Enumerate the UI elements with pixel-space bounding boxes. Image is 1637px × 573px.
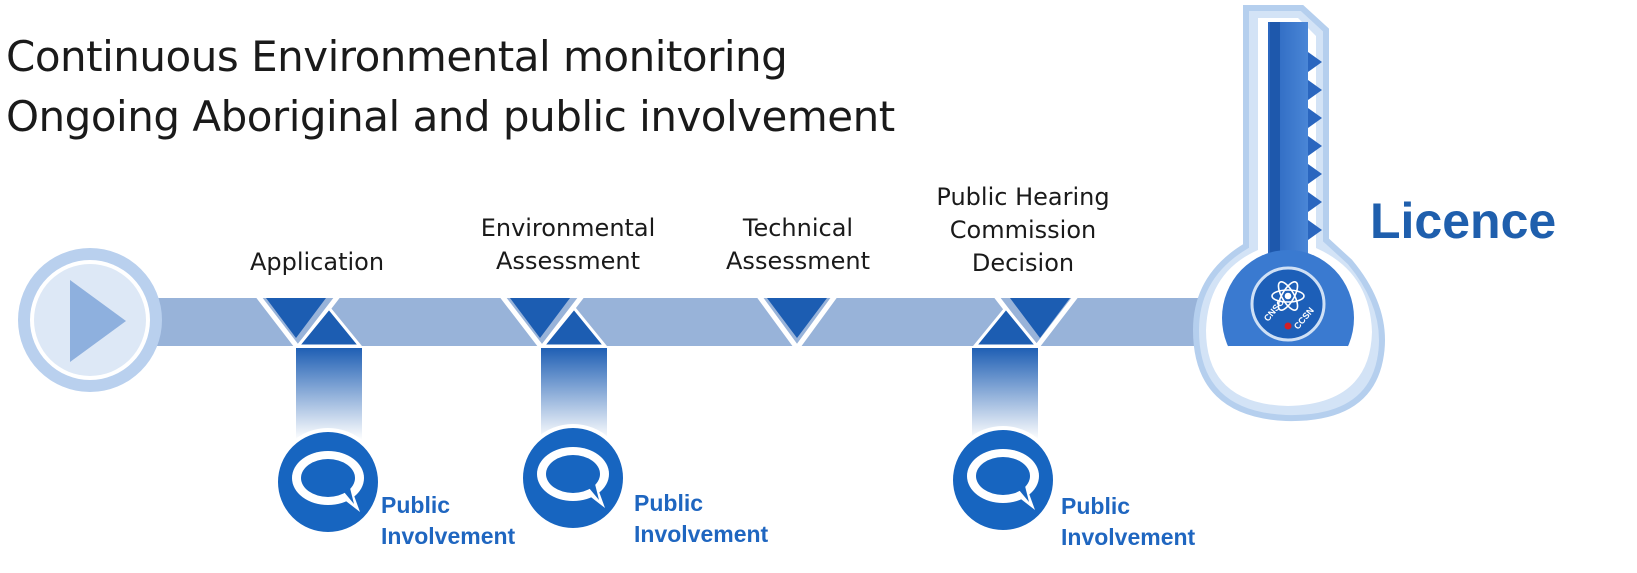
header-line-1: Continuous Environmental monitoring — [6, 32, 788, 81]
public-involvement-label: Public Involvement — [1061, 493, 1196, 550]
public-involvement-connector — [972, 348, 1038, 440]
key-icon — [1192, 5, 1385, 422]
stage-label-application: Application — [249, 248, 385, 276]
speech-bubble-icon — [274, 428, 382, 536]
stage-label-technical-assessment: Technical Assessment — [726, 214, 870, 275]
triangle-down-marker — [510, 298, 570, 338]
stage-label-public-hearing: Public Hearing Commission Decision — [936, 183, 1110, 277]
public-involvement-connector — [296, 348, 362, 440]
play-icon — [18, 248, 162, 392]
public-involvement-label: Public Involvement — [381, 492, 516, 549]
triangle-down-marker — [266, 298, 326, 338]
triangle-down-marker — [1010, 298, 1070, 338]
triangle-down-marker — [767, 298, 827, 338]
header-line-2: Ongoing Aboriginal and public involvemen… — [6, 92, 895, 141]
atom-seal-icon — [1271, 281, 1305, 330]
speech-bubble-icon — [949, 426, 1057, 534]
speech-bubble-icon — [519, 424, 627, 532]
stage-label-environmental-assessment: Environmental Assessment — [480, 214, 656, 275]
public-involvement-label: Public Involvement — [634, 490, 769, 547]
triangle-up-marker — [539, 305, 609, 348]
triangle-up-marker — [971, 305, 1041, 348]
triangle-up-marker — [294, 305, 364, 348]
licence-label: Licence — [1370, 193, 1557, 249]
